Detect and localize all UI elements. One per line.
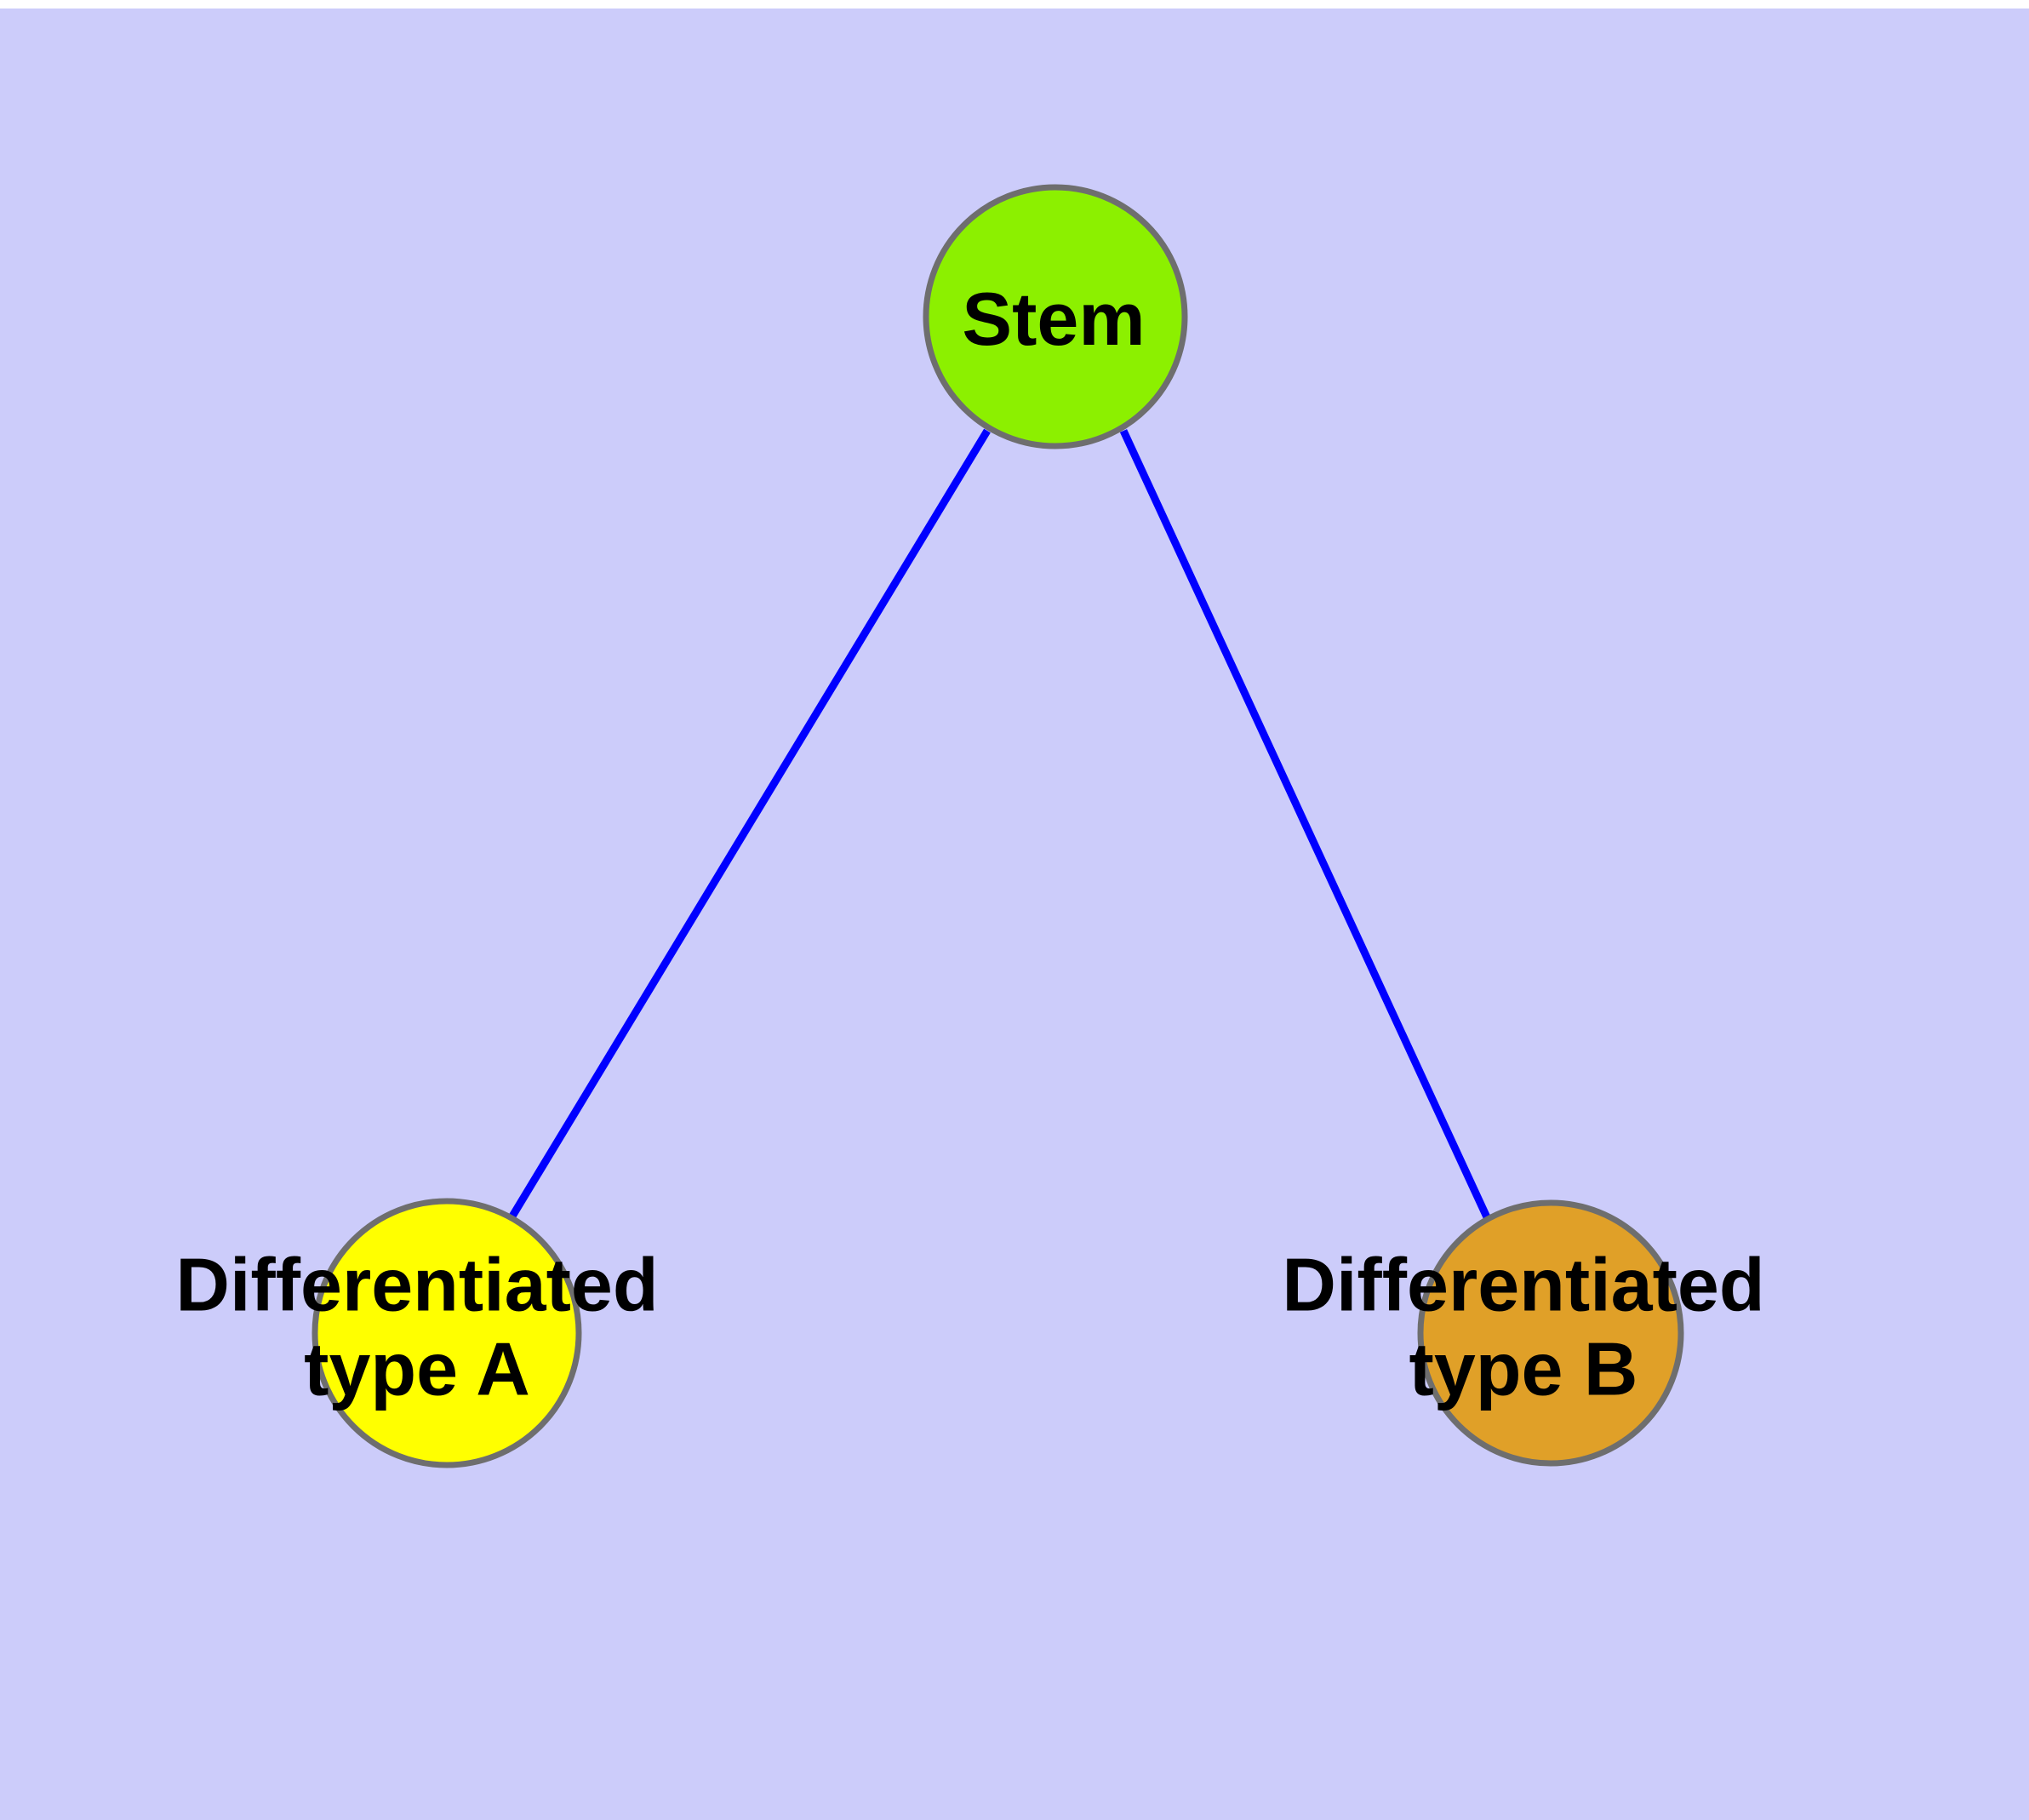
node-label-line: Stem [962, 277, 1145, 361]
edge-layer [507, 428, 1492, 1222]
edge-stem-to-diff-a[interactable] [507, 428, 991, 1222]
node-layer [311, 184, 1684, 1468]
node-diff-b-circle[interactable] [1417, 1199, 1684, 1467]
node-label-line: Differentiated [1282, 1243, 1764, 1327]
node-diff-a-circle[interactable] [311, 1198, 582, 1468]
node-label-line: Differentiated [175, 1243, 658, 1327]
edge-stem-to-diff-b[interactable] [1119, 429, 1492, 1221]
node-label-line: type B [1409, 1327, 1638, 1411]
node-label-line: type A [304, 1327, 530, 1411]
node-stem-label: Stem [962, 277, 1145, 361]
node-stem-circle[interactable] [923, 184, 1188, 449]
